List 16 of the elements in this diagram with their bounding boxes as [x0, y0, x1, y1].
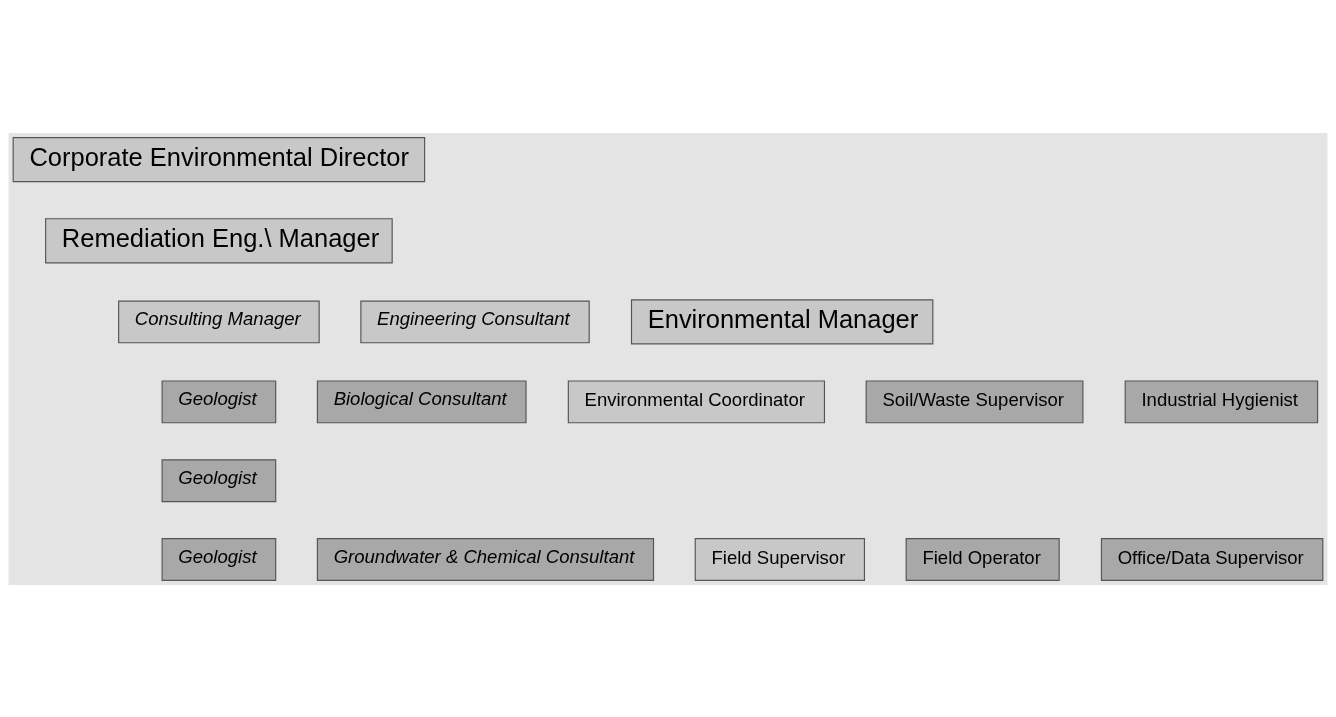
node-box: Office/Data Supervisor [1100, 537, 1324, 581]
node-box: Geologist [161, 458, 277, 502]
node-box: Field Supervisor [694, 537, 866, 581]
node-box: Industrial Hygienist [1124, 379, 1319, 423]
node-box: Geologist [161, 379, 277, 423]
node-box: Corporate Environmental Director [12, 136, 426, 182]
node-box: Environmental Coordinator [567, 379, 826, 423]
node-box: Biological Consultant [316, 379, 527, 423]
node-box: Consulting Manager [118, 299, 320, 343]
node-box: Field Operator [905, 537, 1060, 581]
node-box: Soil/Waste Supervisor [865, 379, 1084, 423]
node-box: Environmental Manager [630, 298, 934, 344]
node-box: Geologist [161, 537, 277, 581]
node-box: Remediation Eng.\ Manager [45, 217, 393, 263]
node-box: Groundwater & Chemical Consultant [316, 537, 655, 581]
node-box: Engineering Consultant [360, 299, 590, 343]
